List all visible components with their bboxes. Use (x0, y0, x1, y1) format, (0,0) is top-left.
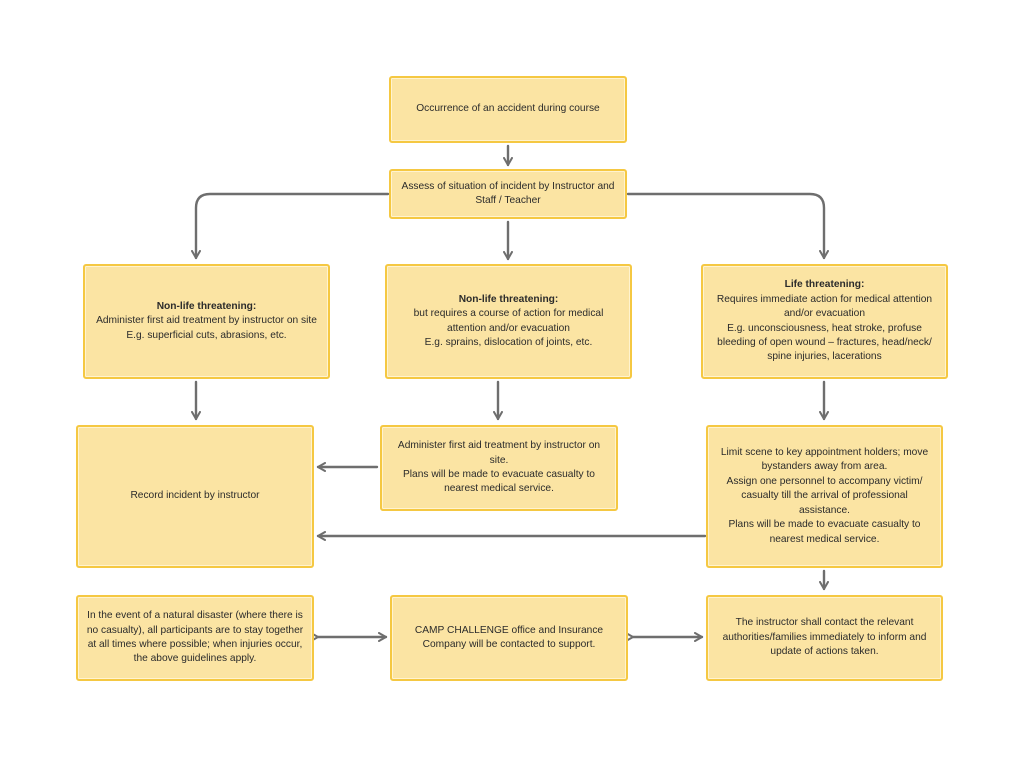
life-threatening-text: Life threatening: Requires immediate act… (717, 278, 932, 364)
box-line: Plans will be made to evacuate casualty … (403, 469, 595, 480)
box-line: E.g. sprains, dislocation of joints, etc… (424, 336, 593, 348)
box-line: Company will be contacted to support. (422, 639, 596, 650)
box-heading: Life threatening: (784, 279, 865, 291)
contact-authorities-text: The instructor shall contact the relevan… (723, 616, 927, 659)
box-line: Administer first aid treatment by instru… (397, 440, 601, 452)
contact-authorities-box: The instructor shall contact the relevan… (706, 595, 943, 681)
assess-box: Assess of situation of incident by Instr… (389, 169, 627, 219)
box-line: Administer first aid treatment by instru… (96, 315, 317, 327)
box-line: the above guidelines apply. (133, 653, 257, 665)
box-line: at all times where possible; when injuri… (87, 639, 303, 650)
box-line: spine injuries, lacerations (767, 351, 882, 363)
box-line: bleeding of open wound – fractures, head… (717, 336, 932, 348)
box-line: Occurrence of an accident during course (416, 103, 600, 115)
box-line: attention and/or evacuation (447, 322, 570, 334)
box-line: no casualty), all participants are to st… (86, 624, 304, 636)
box-line: nearest medical service. (769, 533, 880, 545)
natural-disaster-text: In the event of a natural disaster (wher… (87, 609, 303, 667)
box-line: authorities/families immediately to info… (722, 631, 927, 643)
box-line: Staff / Teacher (475, 195, 541, 206)
box-line: E.g. superficial cuts, abrasions, etc. (126, 329, 287, 341)
first-aid-evacuation-text: Administer first aid treatment by instru… (398, 439, 600, 497)
arrow-assess-to-life (626, 192, 829, 260)
box-line: update of actions taken. (770, 646, 879, 658)
box-line: nearest medical service. (444, 483, 554, 495)
box-line: Assign one personnel to accompany victim… (726, 475, 923, 487)
camp-challenge-text: CAMP CHALLENGE office and Insurance Comp… (415, 624, 603, 653)
box-line: In the event of a natural disaster (wher… (87, 610, 303, 622)
box-line: bystanders away from area. (761, 461, 888, 473)
box-line: casualty till the arrival of professiona… (741, 490, 908, 516)
arrow-assess-to-non-life (191, 192, 390, 260)
first-aid-evacuation-box: Administer first aid treatment by instru… (380, 425, 618, 511)
box-line: Assess of situation of incident by Instr… (401, 180, 615, 192)
life-threatening-box: Life threatening: Requires immediate act… (701, 264, 948, 379)
box-line: Record incident by instructor (130, 490, 260, 502)
box-line: E.g. unconsciousness, heat stroke, profu… (727, 322, 922, 334)
record-incident-text: Record incident by instructor (130, 489, 259, 503)
box-line: CAMP CHALLENGE office and Insurance (414, 624, 604, 636)
box-line: Limit scene to key appointment holders; … (720, 447, 929, 459)
box-heading: Non-life threatening: (156, 300, 257, 312)
camp-challenge-box: CAMP CHALLENGE office and Insurance Comp… (390, 595, 628, 681)
box-line: but requires a course of action for medi… (413, 308, 604, 320)
box-line: The instructor shall contact the relevan… (735, 617, 914, 629)
box-line: Plans will be made to evacuate casualty … (728, 519, 921, 531)
record-incident-box: Record incident by instructor (76, 425, 314, 568)
non-life-threatening-action-text: Non-life threatening: but requires a cou… (414, 293, 604, 351)
box-line: and/or evacuation (784, 308, 865, 320)
occurrence-box: Occurrence of an accident during course (389, 76, 627, 143)
natural-disaster-box: In the event of a natural disaster (wher… (76, 595, 314, 681)
occurrence-text: Occurrence of an accident during course (416, 102, 599, 116)
box-heading: Non-life threatening: (458, 293, 559, 305)
limit-scene-box: Limit scene to key appointment holders; … (706, 425, 943, 568)
non-life-threatening-box: Non-life threatening: Administer first a… (83, 264, 330, 379)
assess-text: Assess of situation of incident by Instr… (402, 180, 615, 209)
box-line: site. (489, 454, 509, 466)
box-line: Requires immediate action for medical at… (716, 293, 933, 305)
limit-scene-text: Limit scene to key appointment holders; … (716, 446, 933, 547)
non-life-threatening-action-box: Non-life threatening: but requires a cou… (385, 264, 632, 379)
non-life-threatening-text: Non-life threatening: Administer first a… (96, 300, 317, 343)
